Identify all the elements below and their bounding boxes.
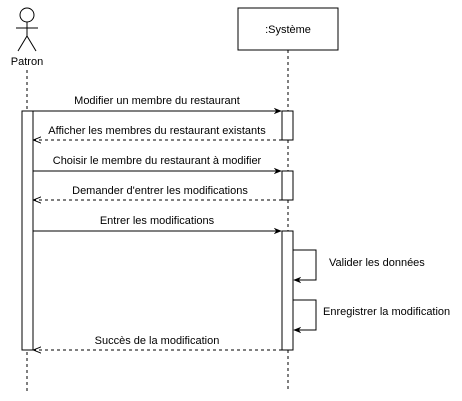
message-label-2: Afficher les membres du restaurant exist… xyxy=(48,125,266,137)
message-label-4: Demander d'entrer les modifications xyxy=(72,185,248,197)
self-message-arrow-7 xyxy=(293,299,317,334)
self-message-label-6: Valider les données xyxy=(329,257,425,269)
system-participant-box xyxy=(237,7,339,51)
system-participant-label: :Système xyxy=(265,24,311,36)
message-label-1: Modifier un membre du restaurant xyxy=(74,95,240,107)
actor-activation-bar xyxy=(21,110,34,351)
message-label-5: Entrer les modifications xyxy=(100,215,215,227)
message-label-3: Choisir le membre du restaurant à modifi… xyxy=(53,155,262,167)
self-message-label-7: Enregistrer la modification xyxy=(323,306,450,318)
stick-figure-actor-icon xyxy=(16,7,38,52)
message-label-8: Succès de la modification xyxy=(95,335,220,347)
system-activation-bar-1 xyxy=(281,110,294,141)
self-message-arrow-6 xyxy=(293,249,317,284)
system-activation-bar-2 xyxy=(281,170,294,201)
system-activation-bar-3 xyxy=(281,230,294,351)
actor-label: Patron xyxy=(11,56,43,68)
